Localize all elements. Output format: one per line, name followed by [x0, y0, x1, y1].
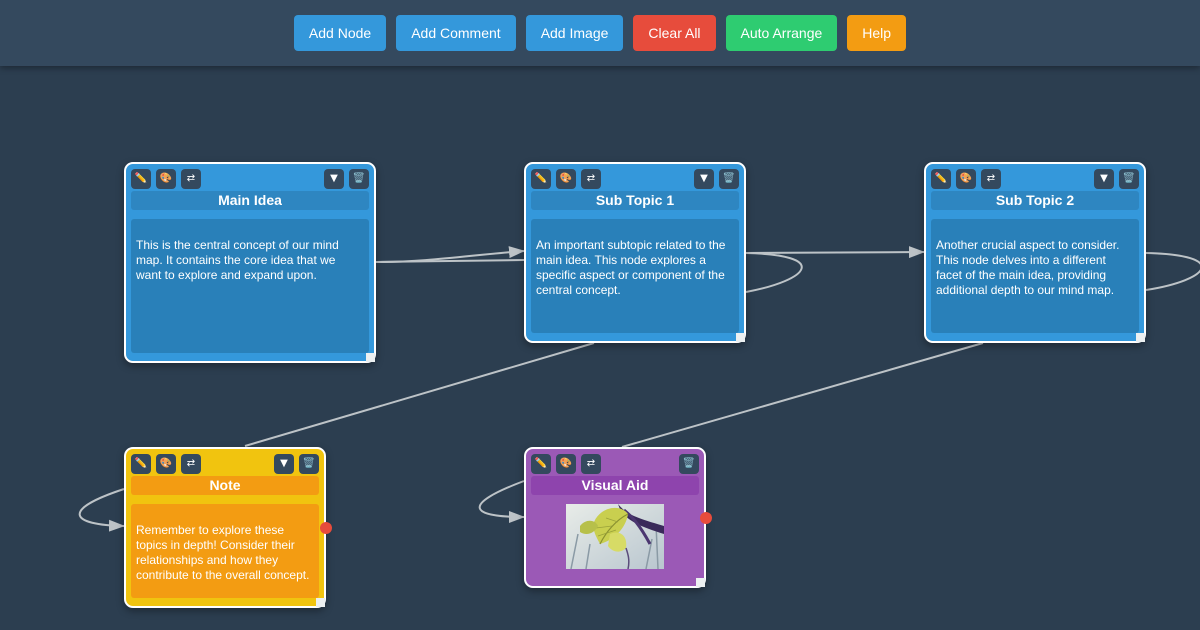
palette-icon[interactable]: 🎨	[156, 169, 176, 189]
trash-icon[interactable]: 🗑️	[349, 169, 369, 189]
node-note[interactable]: ✏️ 🎨 ⇄ ▼ 🗑️ Note Remember to explore the…	[124, 447, 332, 608]
add-comment-button[interactable]: Add Comment	[396, 15, 516, 51]
node-title[interactable]: Visual Aid	[531, 476, 699, 495]
node-toolbar: ✏️ 🎨 ⇄ 🗑️	[531, 454, 699, 474]
node-sub-topic-2[interactable]: ✏️ 🎨 ⇄ ▼ 🗑️ Sub Topic 2 Another crucial …	[924, 162, 1146, 343]
link-icon[interactable]: ⇄	[581, 454, 601, 474]
toolbar: Add Node Add Comment Add Image Clear All…	[0, 0, 1200, 66]
palette-icon[interactable]: 🎨	[556, 169, 576, 189]
connection-anchor[interactable]	[320, 522, 332, 534]
node-toolbar: ✏️ 🎨 ⇄ ▼ 🗑️	[931, 169, 1139, 189]
palette-icon[interactable]: 🎨	[556, 454, 576, 474]
edit-icon[interactable]: ✏️	[931, 169, 951, 189]
node-body[interactable]: An important subtopic related to the mai…	[531, 219, 739, 333]
node-body[interactable]: Remember to explore these topics in dept…	[131, 504, 319, 598]
edit-icon[interactable]: ✏️	[131, 454, 151, 474]
edit-icon[interactable]: ✏️	[531, 169, 551, 189]
trash-icon[interactable]: 🗑️	[1119, 169, 1139, 189]
node-title[interactable]: Main Idea	[131, 191, 369, 210]
node-toolbar: ✏️ 🎨 ⇄ ▼ 🗑️	[131, 169, 369, 189]
edit-icon[interactable]: ✏️	[131, 169, 151, 189]
node-toolbar: ✏️ 🎨 ⇄ ▼ 🗑️	[131, 454, 319, 474]
node-title[interactable]: Note	[131, 476, 319, 495]
node-sub-topic-1[interactable]: ✏️ 🎨 ⇄ ▼ 🗑️ Sub Topic 1 An important sub…	[524, 162, 746, 343]
palette-icon[interactable]: 🎨	[156, 454, 176, 474]
help-button[interactable]: Help	[847, 15, 907, 51]
trash-icon[interactable]: 🗑️	[679, 454, 699, 474]
auto-arrange-button[interactable]: Auto Arrange	[725, 15, 838, 51]
collapse-icon[interactable]: ▼	[1094, 169, 1114, 189]
add-node-button[interactable]: Add Node	[293, 15, 387, 51]
resize-handle[interactable]	[366, 353, 375, 362]
link-icon[interactable]: ⇄	[181, 454, 201, 474]
collapse-icon[interactable]: ▼	[694, 169, 714, 189]
resize-handle[interactable]	[316, 598, 325, 607]
clear-all-button[interactable]: Clear All	[633, 15, 716, 51]
resize-handle[interactable]	[1136, 333, 1145, 342]
palette-icon[interactable]: 🎨	[956, 169, 976, 189]
trash-icon[interactable]: 🗑️	[299, 454, 319, 474]
node-body[interactable]: Another crucial aspect to consider. This…	[931, 219, 1139, 333]
link-icon[interactable]: ⇄	[981, 169, 1001, 189]
node-title[interactable]: Sub Topic 2	[931, 191, 1139, 210]
resize-handle[interactable]	[696, 578, 705, 587]
add-image-button[interactable]: Add Image	[525, 15, 624, 51]
connection-anchor[interactable]	[700, 512, 712, 524]
resize-handle[interactable]	[736, 333, 745, 342]
node-toolbar: ✏️ 🎨 ⇄ ▼ 🗑️	[531, 169, 739, 189]
node-main-idea[interactable]: ✏️ 🎨 ⇄ ▼ 🗑️ Main Idea This is the centra…	[124, 162, 376, 363]
collapse-icon[interactable]: ▼	[324, 169, 344, 189]
edit-icon[interactable]: ✏️	[531, 454, 551, 474]
link-icon[interactable]: ⇄	[181, 169, 201, 189]
node-visual-aid[interactable]: ✏️ 🎨 ⇄ 🗑️ Visual Aid	[524, 447, 712, 588]
collapse-icon[interactable]: ▼	[274, 454, 294, 474]
link-icon[interactable]: ⇄	[581, 169, 601, 189]
node-title[interactable]: Sub Topic 1	[531, 191, 739, 210]
trash-icon[interactable]: 🗑️	[719, 169, 739, 189]
leaf-photo	[566, 504, 664, 569]
node-body[interactable]: This is the central concept of our mind …	[131, 219, 369, 353]
